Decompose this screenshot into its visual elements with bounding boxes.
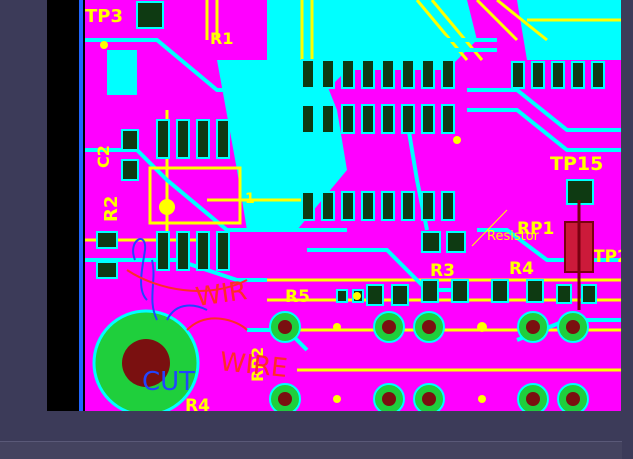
pcb-canvas[interactable]: TP3 R1 C2 R2 TP15 RP1 R3 R4 R5 RP2 R4 TP… bbox=[47, 0, 621, 411]
label-r1: R1 bbox=[210, 29, 233, 48]
label-r4-bottom: R4 bbox=[185, 396, 210, 411]
tooltip-leader bbox=[471, 209, 508, 247]
component-outline bbox=[148, 166, 242, 225]
hand-annotations: WIR WIRE CUT bbox=[126, 238, 289, 397]
scrollbar-vertical[interactable] bbox=[621, 0, 633, 411]
annotation-wir: WIR bbox=[194, 276, 249, 313]
label-r3: R3 bbox=[430, 261, 455, 281]
mounting-hole bbox=[92, 309, 200, 411]
label-r2: R2 bbox=[101, 196, 122, 222]
board-edge bbox=[47, 0, 85, 411]
label-r4-top: R4 bbox=[509, 259, 534, 279]
label-tp15: TP15 bbox=[550, 153, 603, 175]
annotation-wire: WIRE bbox=[218, 347, 289, 384]
via-array bbox=[269, 311, 589, 411]
ic-pads bbox=[96, 1, 605, 306]
tooltip-resistor: Resistor bbox=[487, 229, 540, 244]
label-rp2: RP2 bbox=[248, 347, 267, 382]
board-outline bbox=[79, 0, 83, 411]
label-c2: C2 bbox=[94, 145, 113, 168]
top-copper-areas bbox=[107, 0, 621, 230]
status-bar bbox=[0, 441, 622, 459]
label-rp1: RP1 bbox=[517, 219, 554, 239]
pin1-marker bbox=[159, 199, 175, 215]
annotation-cut: CUT bbox=[142, 367, 195, 397]
test-points bbox=[100, 41, 487, 403]
label-pin-one: 1 bbox=[245, 191, 255, 207]
label-tp3: TP3 bbox=[85, 6, 123, 27]
pcb-board[interactable]: TP3 R1 C2 R2 TP15 RP1 R3 R4 R5 RP2 R4 TP… bbox=[47, 0, 621, 411]
silkscreen-traces bbox=[85, 0, 621, 372]
label-tp2: TP2 bbox=[593, 247, 621, 267]
selected-resistor[interactable] bbox=[564, 200, 594, 310]
label-r5: R5 bbox=[285, 287, 310, 307]
